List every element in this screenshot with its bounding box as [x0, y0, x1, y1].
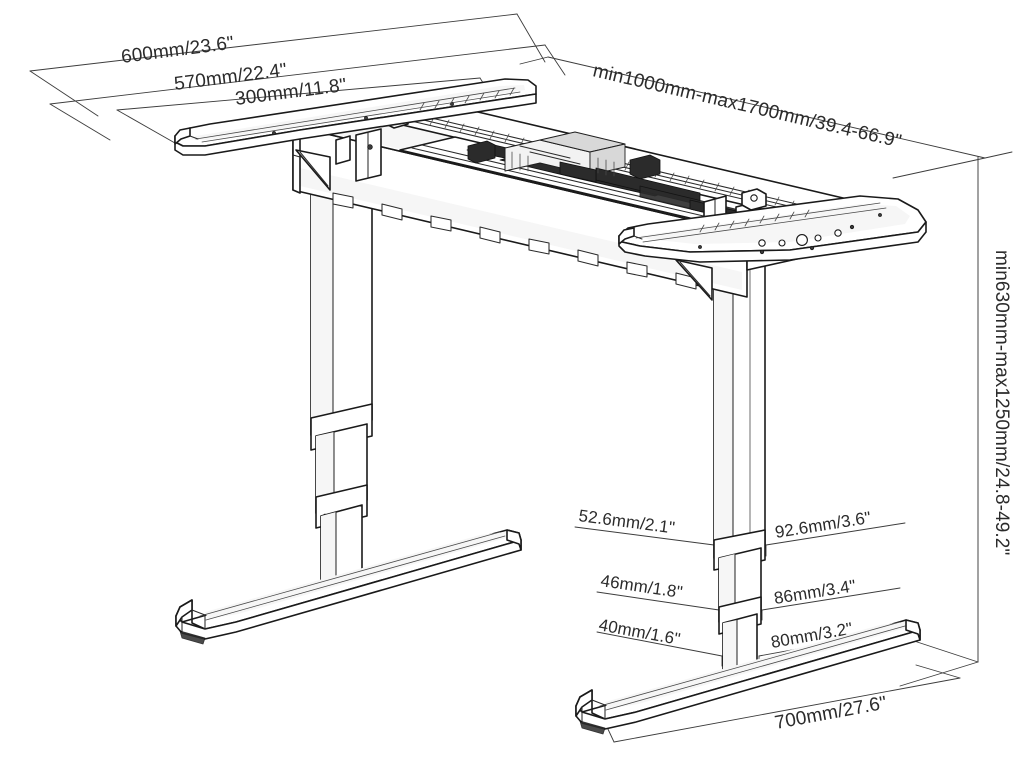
witness-height-bot-a — [904, 637, 979, 663]
bracket-left-knurl — [419, 87, 515, 111]
dim-line-700 — [613, 677, 961, 743]
foot-right — [575, 619, 921, 735]
gusset-left — [295, 149, 331, 191]
witness-width-inner — [892, 157, 986, 179]
dim-label-height-range: min630mm-max1250mm/24.8-49.2" — [991, 250, 1012, 555]
bracket-right-knurl — [699, 209, 810, 233]
dim-line-46 — [596, 591, 720, 611]
dim-line-width — [547, 56, 986, 159]
witness-700-right — [915, 664, 961, 679]
witness-height-bot-b — [899, 661, 979, 687]
witness-570-right — [544, 44, 566, 76]
dim-line-40 — [596, 631, 723, 657]
column-right — [713, 243, 766, 682]
dim-group-height — [899, 156, 979, 687]
witness-width-right — [984, 151, 1013, 159]
dim-group-width — [519, 56, 1013, 179]
dim-group-columns — [574, 522, 906, 667]
witness-600-right — [516, 13, 546, 63]
dim-line-92 — [765, 522, 906, 546]
witness-width-left — [519, 56, 549, 65]
bracket-right — [618, 195, 927, 263]
foot-left — [175, 529, 522, 645]
dim-line-600 — [29, 13, 518, 72]
beam-slots — [332, 192, 697, 290]
dim-line-52 — [574, 526, 715, 546]
dim-line-300 — [116, 77, 481, 111]
bracket-left — [174, 78, 537, 156]
dim-line-86 — [761, 587, 901, 611]
dim-line-570 — [49, 44, 546, 105]
witness-570-left — [49, 103, 111, 141]
witness-600-left — [29, 70, 99, 117]
bracket-hole-large — [796, 234, 808, 246]
gusset-right — [675, 259, 713, 301]
